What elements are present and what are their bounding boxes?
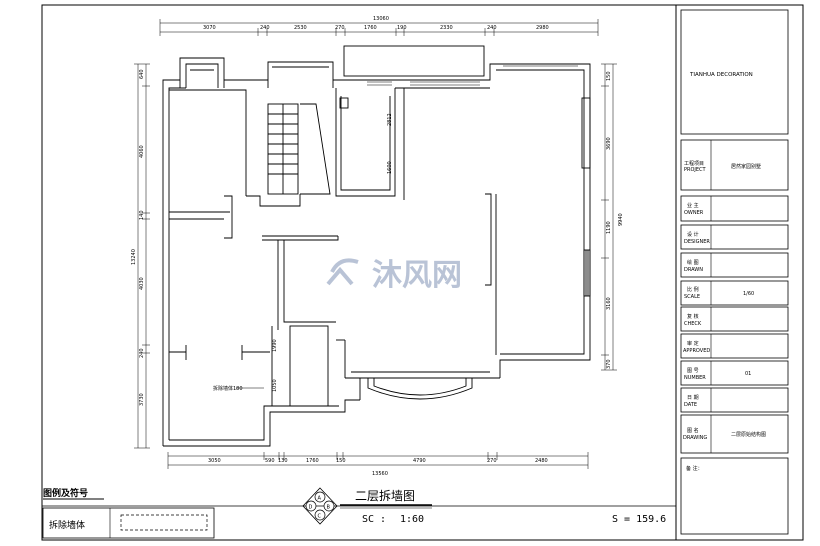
svg-text:3050: 3050 <box>208 458 221 464</box>
logo-box <box>680 9 789 135</box>
svg-text:590: 590 <box>265 458 275 464</box>
company-name: TIANHUA DECORATION <box>689 72 753 78</box>
date-label-cn: 日 期 <box>687 395 699 401</box>
svg-text:130: 130 <box>278 458 288 464</box>
svg-text:13560: 13560 <box>372 471 388 477</box>
window-marks <box>367 65 578 86</box>
number-value: 01 <box>745 371 751 377</box>
compass-icon: A B C D <box>302 487 338 525</box>
svg-text:240: 240 <box>260 25 270 31</box>
check-label-cn: 复 核 <box>687 313 699 320</box>
dimensions <box>134 19 617 469</box>
project-label-cn: 工程项目 <box>684 160 704 167</box>
svg-text:13240: 13240 <box>131 249 137 265</box>
scale-value: 1/60 <box>743 291 754 297</box>
watermark: 沐风网 <box>326 258 462 293</box>
svg-text:2480: 2480 <box>535 458 548 464</box>
svg-text:1760: 1760 <box>306 458 319 464</box>
inner-dim-2: 1600 <box>387 161 393 174</box>
drawing-label-cn: 图 名 <box>687 427 699 434</box>
legend: 图例及符号 拆除墙体 <box>42 487 215 539</box>
svg-text:D: D <box>309 505 313 511</box>
approved-label-cn: 审 定 <box>687 340 699 347</box>
area-label: S = 159.6 <box>612 514 666 525</box>
svg-text:1190: 1190 <box>606 221 612 234</box>
drawing-title: 二层拆墙图 <box>355 488 415 503</box>
watermark-logo-icon <box>326 258 359 286</box>
drawn-label-cn: 绘 图 <box>687 259 699 266</box>
svg-text:240: 240 <box>139 348 145 358</box>
svg-text:3730: 3730 <box>139 393 145 406</box>
drawn-label-en: DRAWN <box>684 267 703 273</box>
svg-text:150: 150 <box>606 71 612 81</box>
svg-text:3690: 3690 <box>606 137 612 150</box>
title-block-frame <box>675 4 804 541</box>
watermark-text: 沐风网 <box>372 258 462 293</box>
svg-text:190: 190 <box>397 25 407 31</box>
floor-plan <box>162 45 591 447</box>
scale-prefix: SC : <box>362 514 386 525</box>
annotation-demolish: 拆除墙体180 <box>213 385 243 392</box>
svg-text:4790: 4790 <box>413 458 426 464</box>
inner-dim-4: 1050 <box>272 379 278 392</box>
svg-text:270: 270 <box>335 25 345 31</box>
inner-dim-1: 2812 <box>387 113 393 126</box>
svg-text:3070: 3070 <box>203 25 216 31</box>
svg-text:13060: 13060 <box>373 16 389 22</box>
number-label-en: NUMBER <box>684 375 706 381</box>
owner-label-en: OWNER <box>684 210 704 216</box>
project-label-en: PROJECT <box>684 167 707 173</box>
svg-text:640: 640 <box>139 69 145 79</box>
owner-label-cn: 业 主 <box>687 202 699 209</box>
title-block: TIANHUA DECORATION 工程项目 PROJECT 居然家园别墅 业… <box>680 9 789 535</box>
remarks-label: 备 注： <box>686 465 703 472</box>
svg-text:4060: 4060 <box>139 145 145 158</box>
legend-title: 图例及符号 <box>43 487 88 499</box>
designer-label-cn: 设 计 <box>687 231 699 238</box>
svg-text:240: 240 <box>487 25 497 31</box>
svg-text:9940: 9940 <box>618 213 624 226</box>
svg-text:270: 270 <box>487 458 497 464</box>
svg-text:4030: 4030 <box>139 277 145 290</box>
approved-label-en: APPROVED <box>683 348 710 354</box>
svg-text:370: 370 <box>606 359 612 369</box>
svg-text:C: C <box>318 514 322 520</box>
drawing-scale: 1:60 <box>400 514 424 525</box>
svg-text:2530: 2530 <box>294 25 307 31</box>
drawing-value: 二层原始结构图 <box>731 431 766 438</box>
svg-text:3160: 3160 <box>606 297 612 310</box>
scale-label-cn: 比 例 <box>687 286 699 293</box>
scale-label-en: SCALE <box>684 294 700 300</box>
svg-text:1760: 1760 <box>364 25 377 31</box>
number-label-cn: 图 号 <box>687 368 699 374</box>
demolish-wall-swatch <box>120 514 208 531</box>
check-label-en: CHECK <box>684 321 702 327</box>
date-label-en: DATE <box>684 402 697 408</box>
svg-text:150: 150 <box>336 458 346 464</box>
svg-text:140: 140 <box>139 210 145 220</box>
svg-text:A: A <box>318 496 322 502</box>
drawing-label-en: DRAWING <box>683 435 707 441</box>
svg-text:2980: 2980 <box>536 25 549 31</box>
designer-label-en: DESIGNER <box>684 239 710 245</box>
legend-item-label: 拆除墙体 <box>49 519 85 531</box>
svg-text:B: B <box>327 505 331 511</box>
svg-text:2330: 2330 <box>440 25 453 31</box>
inner-dim-3: 1990 <box>272 339 278 352</box>
dimension-labels: 13060 3070 240 2530 270 1760 190 2330 24… <box>131 16 624 477</box>
project-value: 居然家园别墅 <box>731 163 761 170</box>
drawing-title-block: A B C D 二层拆墙图 SC : 1:60 S = 159.6 <box>302 487 666 525</box>
